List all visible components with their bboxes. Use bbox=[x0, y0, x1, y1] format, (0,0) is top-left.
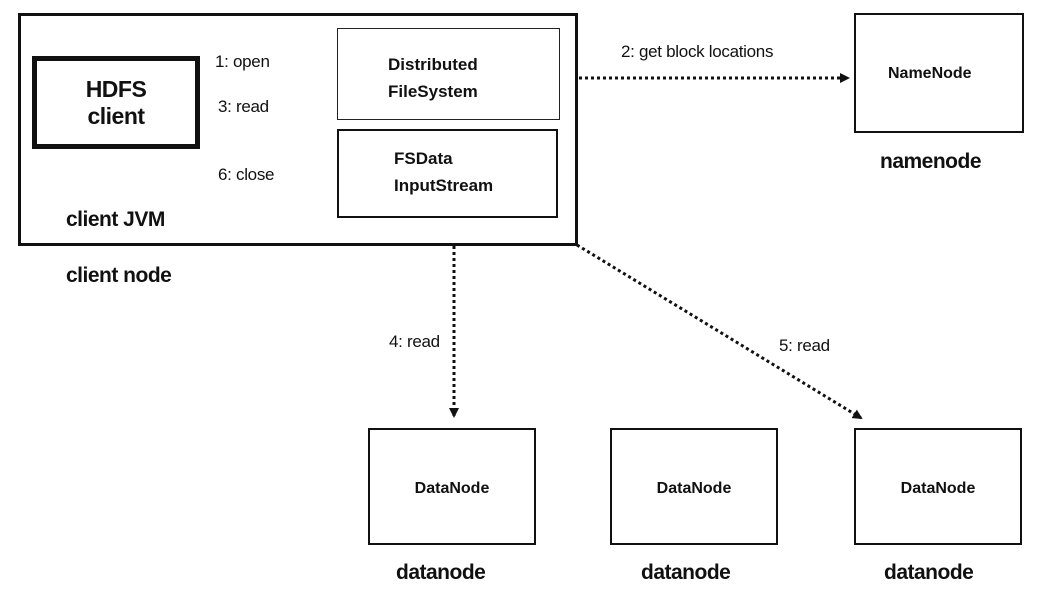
client-jvm-label: client JVM bbox=[66, 208, 165, 231]
edge-label-close: 6: close bbox=[218, 165, 275, 184]
datanode-caption-1: datanode bbox=[396, 561, 486, 584]
datanode-box-3: DataNode bbox=[854, 428, 1022, 545]
datanode-box-1: DataNode bbox=[368, 428, 536, 545]
edge-label-read-client: 3: read bbox=[218, 97, 269, 116]
distributed-filesystem-label-line-2: FileSystem bbox=[388, 82, 478, 101]
edge-label-read-datanode3: 5: read bbox=[779, 336, 830, 355]
namenode-box-label: NameNode bbox=[888, 65, 972, 82]
hdfs-client-box: HDFS client bbox=[32, 56, 200, 149]
edge-read-datanode3-arrow bbox=[535, 218, 863, 420]
edge-label-read-datanode1: 4: read bbox=[389, 332, 440, 351]
edge-label-open: 1: open bbox=[215, 52, 270, 71]
edge-label-get-block-locations: 2: get block locations bbox=[621, 42, 774, 61]
datanode-caption-2: datanode bbox=[641, 561, 731, 584]
hdfs-client-label-line-2: client bbox=[87, 102, 145, 129]
client-node-label: client node bbox=[66, 264, 172, 287]
distributed-filesystem-label-line-1: Distributed bbox=[388, 55, 478, 74]
namenode-caption: namenode bbox=[880, 150, 982, 173]
datanode-box-2-label: DataNode bbox=[656, 480, 732, 497]
distributed-filesystem-box: Distributed FileSystem bbox=[337, 28, 560, 120]
namenode-box: NameNode bbox=[854, 13, 1024, 133]
fsdata-inputstream-label-line-2: InputStream bbox=[394, 176, 494, 195]
fsdata-inputstream-box: FSData InputStream bbox=[337, 129, 558, 218]
datanode-box-2: DataNode bbox=[610, 428, 778, 545]
hdfs-client-label-line-1: HDFS bbox=[85, 75, 147, 102]
datanode-box-3-label: DataNode bbox=[900, 480, 976, 497]
datanode-caption-3: datanode bbox=[884, 561, 974, 584]
fsdata-inputstream-label-line-1: FSData bbox=[394, 149, 453, 168]
datanode-box-1-label: DataNode bbox=[414, 480, 490, 497]
